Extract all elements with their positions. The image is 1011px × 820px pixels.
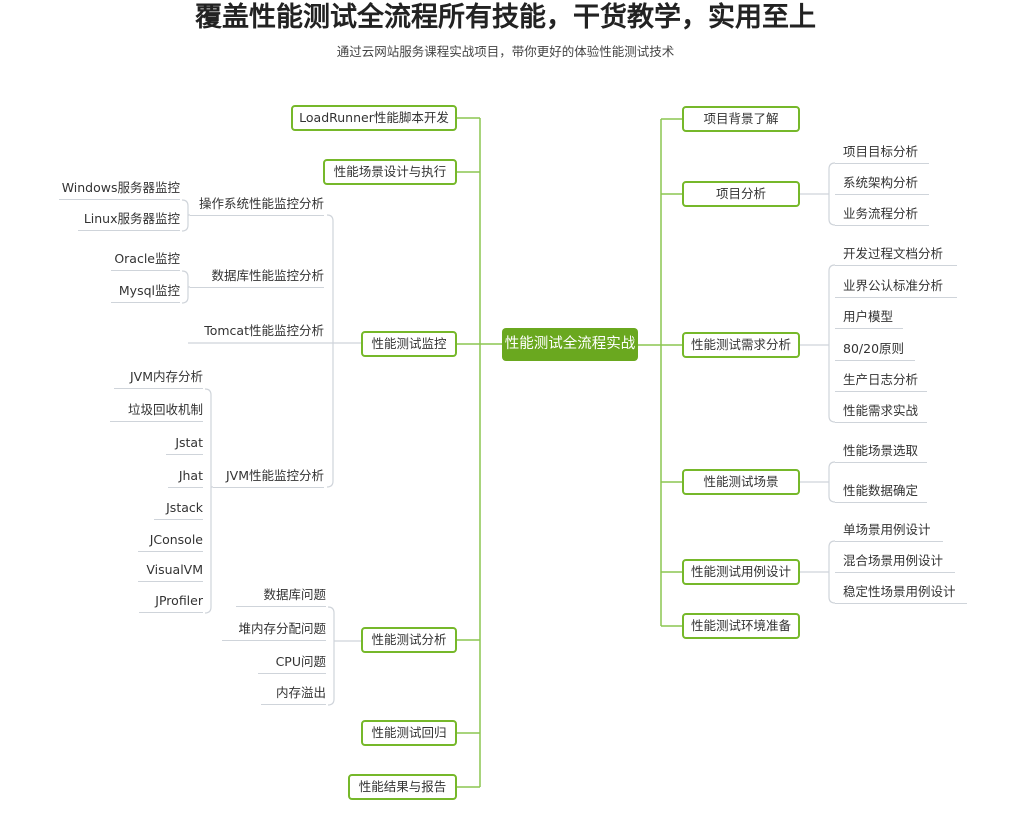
leaf-jstack[interactable]: Jstack xyxy=(154,497,203,520)
page-subtitle: 通过云网站服务课程实战项目，带你更好的体验性能测试技术 xyxy=(336,44,675,59)
leaf-business-flow[interactable]: 业务流程分析 xyxy=(835,203,929,226)
node-regression[interactable]: 性能测试回归 xyxy=(361,720,457,746)
node-report[interactable]: 性能结果与报告 xyxy=(348,774,457,800)
leaf-branches xyxy=(181,162,836,706)
leaf-architecture[interactable]: 系统架构分析 xyxy=(835,172,929,195)
leaf-industry-standard[interactable]: 业界公认标准分析 xyxy=(835,275,957,298)
leaf-os-monitoring[interactable]: 操作系统性能监控分析 xyxy=(190,193,324,216)
leaf-data-confirm[interactable]: 性能数据确定 xyxy=(835,480,927,503)
leaf-mixed-case[interactable]: 混合场景用例设计 xyxy=(835,550,955,573)
leaf-requirements-practice[interactable]: 性能需求实战 xyxy=(835,400,927,423)
leaf-user-model[interactable]: 用户模型 xyxy=(835,306,903,329)
node-environment[interactable]: 性能测试环境准备 xyxy=(682,613,800,639)
root-node[interactable]: 性能测试全流程实战 xyxy=(502,328,638,361)
leaf-memory-overflow[interactable]: 内存溢出 xyxy=(261,682,326,705)
leaf-jvm-monitoring[interactable]: JVM性能监控分析 xyxy=(213,465,324,488)
node-background[interactable]: 项目背景了解 xyxy=(682,106,800,132)
leaf-jhat[interactable]: Jhat xyxy=(168,465,203,488)
leaf-oracle-monitor[interactable]: Oracle监控 xyxy=(111,248,180,271)
leaf-db-monitoring[interactable]: 数据库性能监控分析 xyxy=(190,265,324,288)
leaf-80-20-rule[interactable]: 80/20原则 xyxy=(835,338,915,361)
leaf-project-goal[interactable]: 项目目标分析 xyxy=(835,141,929,164)
leaf-stability-case[interactable]: 稳定性场景用例设计 xyxy=(835,581,967,604)
leaf-jstat[interactable]: Jstat xyxy=(166,432,203,455)
leaf-gc[interactable]: 垃圾回收机制 xyxy=(110,399,203,422)
leaf-heap-issue[interactable]: 堆内存分配问题 xyxy=(222,618,326,641)
leaf-jvm-memory[interactable]: JVM内存分析 xyxy=(114,366,203,389)
node-requirements[interactable]: 性能测试需求分析 xyxy=(682,332,800,358)
leaf-tomcat-monitoring[interactable]: Tomcat性能监控分析 xyxy=(204,323,324,338)
node-cases[interactable]: 性能测试用例设计 xyxy=(682,559,800,585)
leaf-dev-docs[interactable]: 开发过程文档分析 xyxy=(835,243,957,266)
leaf-single-case[interactable]: 单场景用例设计 xyxy=(835,519,943,542)
leaf-windows-monitor[interactable]: Windows服务器监控 xyxy=(59,177,180,200)
leaf-linux-monitor[interactable]: Linux服务器监控 xyxy=(78,208,180,231)
main-branches xyxy=(457,117,682,788)
leaf-jprofiler[interactable]: JProfiler xyxy=(139,590,203,613)
node-loadrunner[interactable]: LoadRunner性能脚本开发 xyxy=(291,105,457,131)
leaf-jconsole[interactable]: JConsole xyxy=(138,529,203,552)
leaf-db-issue[interactable]: 数据库问题 xyxy=(236,584,326,607)
leaf-scenario-select[interactable]: 性能场景选取 xyxy=(835,440,927,463)
node-analysis[interactable]: 性能测试分析 xyxy=(361,627,457,653)
node-scenario[interactable]: 性能测试场景 xyxy=(682,469,800,495)
node-monitoring[interactable]: 性能测试监控 xyxy=(361,331,457,357)
node-scenario-design[interactable]: 性能场景设计与执行 xyxy=(323,159,457,185)
node-project-analysis[interactable]: 项目分析 xyxy=(682,181,800,207)
page-title: 覆盖性能测试全流程所有技能，干货教学，实用至上 xyxy=(195,2,816,33)
leaf-mysql-monitor[interactable]: Mysql监控 xyxy=(111,280,180,303)
leaf-production-logs[interactable]: 生产日志分析 xyxy=(835,369,927,392)
leaf-visualvm[interactable]: VisualVM xyxy=(138,559,203,582)
leaf-cpu-issue[interactable]: CPU问题 xyxy=(258,651,326,674)
